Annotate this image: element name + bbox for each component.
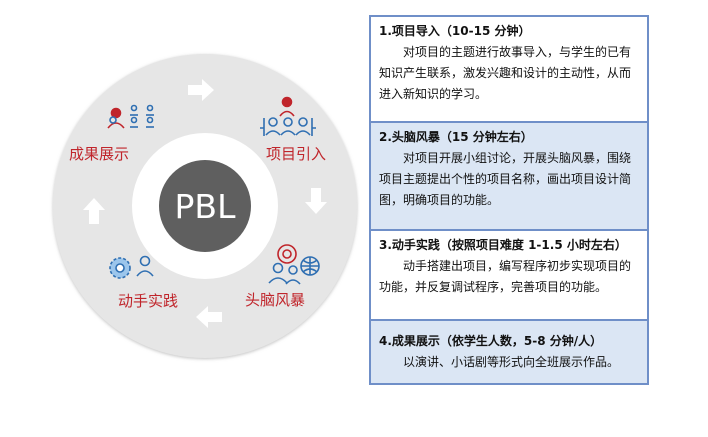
stage-label-2: 头脑风暴 — [245, 291, 305, 309]
step-title: 3.动手实践（按照项目难度 1-1.5 小时左右） — [379, 238, 627, 252]
divider — [371, 121, 647, 123]
step-body: 对项目的主题进行故事导入，与学生的已有知识产生联系，激发兴趣和设计的主动性，从而… — [379, 45, 632, 101]
presenter-icon — [107, 104, 154, 129]
arrow-down-icon — [305, 188, 327, 214]
step-title: 2.头脑风暴（15 分钟左右） — [379, 130, 533, 144]
stage-label-3: 动手实践 — [118, 292, 178, 310]
step-project-intro: 1.项目导入（10-15 分钟） 对项目的主题进行故事导入，与学生的已有知识产生… — [371, 17, 647, 121]
step-body: 对项目开展小组讨论，开展头脑风暴，围绕项目主题提出个性的项目名称，画出项目设计简… — [379, 151, 632, 207]
people-group-icon — [260, 96, 316, 136]
center-label: PBL — [175, 187, 237, 226]
step-brainstorm: 2.头脑风暴（15 分钟左右） 对项目开展小组讨论，开展头脑风暴，围绕项目主题提… — [371, 123, 647, 229]
step-body: 动手搭建出项目，编写程序初步实现项目的功能，并反复调试程序，完善项目的功能。 — [379, 259, 632, 294]
steps-panel: 1.项目导入（10-15 分钟） 对项目的主题进行故事导入，与学生的已有知识产生… — [369, 15, 649, 385]
step-title: 4.成果展示（依学生人数，5-8 分钟/人） — [379, 334, 603, 348]
arrow-up-icon — [83, 198, 105, 224]
people-gears-icon — [268, 244, 320, 285]
step-presentation: 4.成果展示（依学生人数，5-8 分钟/人） 以演讲、小话剧等形式向全班展示作品… — [371, 321, 647, 383]
gear-person-icon — [109, 255, 154, 279]
divider — [371, 319, 647, 321]
divider — [371, 229, 647, 231]
arrow-right-icon — [188, 79, 214, 101]
center-circle — [159, 160, 251, 252]
stage-label-1: 项目引入 — [266, 145, 326, 163]
step-hands-on: 3.动手实践（按照项目难度 1-1.5 小时左右） 动手搭建出项目，编写程序初步… — [371, 231, 647, 319]
step-title: 1.项目导入（10-15 分钟） — [379, 24, 531, 38]
stage-label-4: 成果展示 — [69, 145, 129, 163]
step-body: 以演讲、小话剧等形式向全班展示作品。 — [403, 355, 620, 369]
pbl-cycle-diagram: PBL 项目引入 头脑风暴 动手实践 — [53, 54, 357, 358]
arrow-left-icon — [196, 306, 222, 328]
